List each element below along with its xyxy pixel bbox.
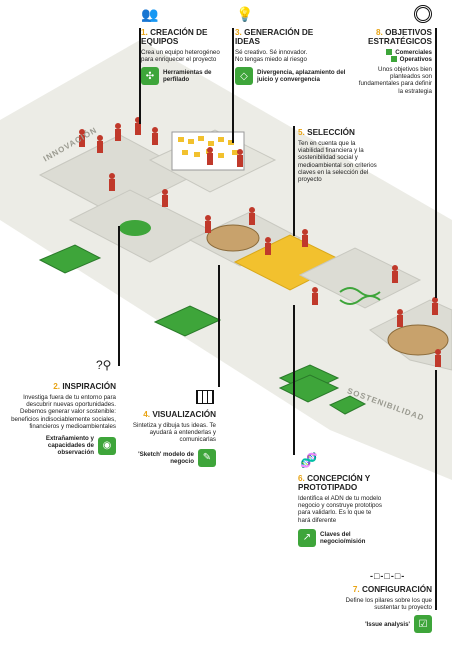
section-2: 2. INSPIRACIÓN Investiga fuera de tu ent… — [11, 382, 116, 457]
dna-icon: 🧬 — [300, 452, 318, 468]
section-7: 7. CONFIGURACIÓN Define los pilares sobr… — [330, 585, 432, 634]
team-icon: 👥 — [141, 6, 159, 22]
leader-line-5 — [293, 126, 295, 236]
eye-icon: ◉ — [98, 436, 116, 455]
section-1: 1. CREACIÓN DE EQUIPOS Crea un equipo he… — [141, 28, 220, 86]
profiling-tool-icon: ✣ — [141, 67, 159, 86]
chart-icon: ↗ — [298, 528, 316, 547]
leader-line-7 — [435, 370, 437, 610]
check-icon: ☑ — [414, 615, 432, 634]
visual-board-icon — [196, 390, 214, 404]
legend-commercial: Comerciales — [358, 49, 432, 56]
legend-operative: Operativos — [358, 56, 432, 63]
leader-line-4 — [218, 265, 220, 387]
diverge-converge-icon: ◇ — [235, 67, 253, 86]
leader-line-6 — [293, 305, 295, 455]
lightbulb-icon: 💡 — [236, 6, 254, 22]
section-8: 8. OBJETIVOS ESTRATÉGICOS Comerciales Op… — [358, 28, 432, 95]
section-3: 3. GENERACIÓN DE IDEAS Sé creativo. Sé i… — [235, 28, 346, 86]
leader-line-2 — [118, 226, 120, 366]
leader-line-8 — [435, 28, 437, 298]
leader-line-3 — [232, 28, 234, 143]
pencil-icon: ✎ — [198, 448, 216, 467]
section-4: 4. VISUALIZACIÓN Sintetiza y dibuja tus … — [132, 410, 216, 467]
config-icon: -□-□-□- — [370, 571, 406, 581]
section-6: 6. CONCEPCIÓN Y PROTOTIPADO Identifica e… — [298, 474, 382, 547]
section-5: 5. SELECCIÓN Ten en cuenta que la viabil… — [298, 128, 377, 184]
search-icon: ?⚲ — [96, 358, 112, 372]
leader-line-1 — [139, 28, 141, 124]
target-icon — [414, 5, 432, 23]
